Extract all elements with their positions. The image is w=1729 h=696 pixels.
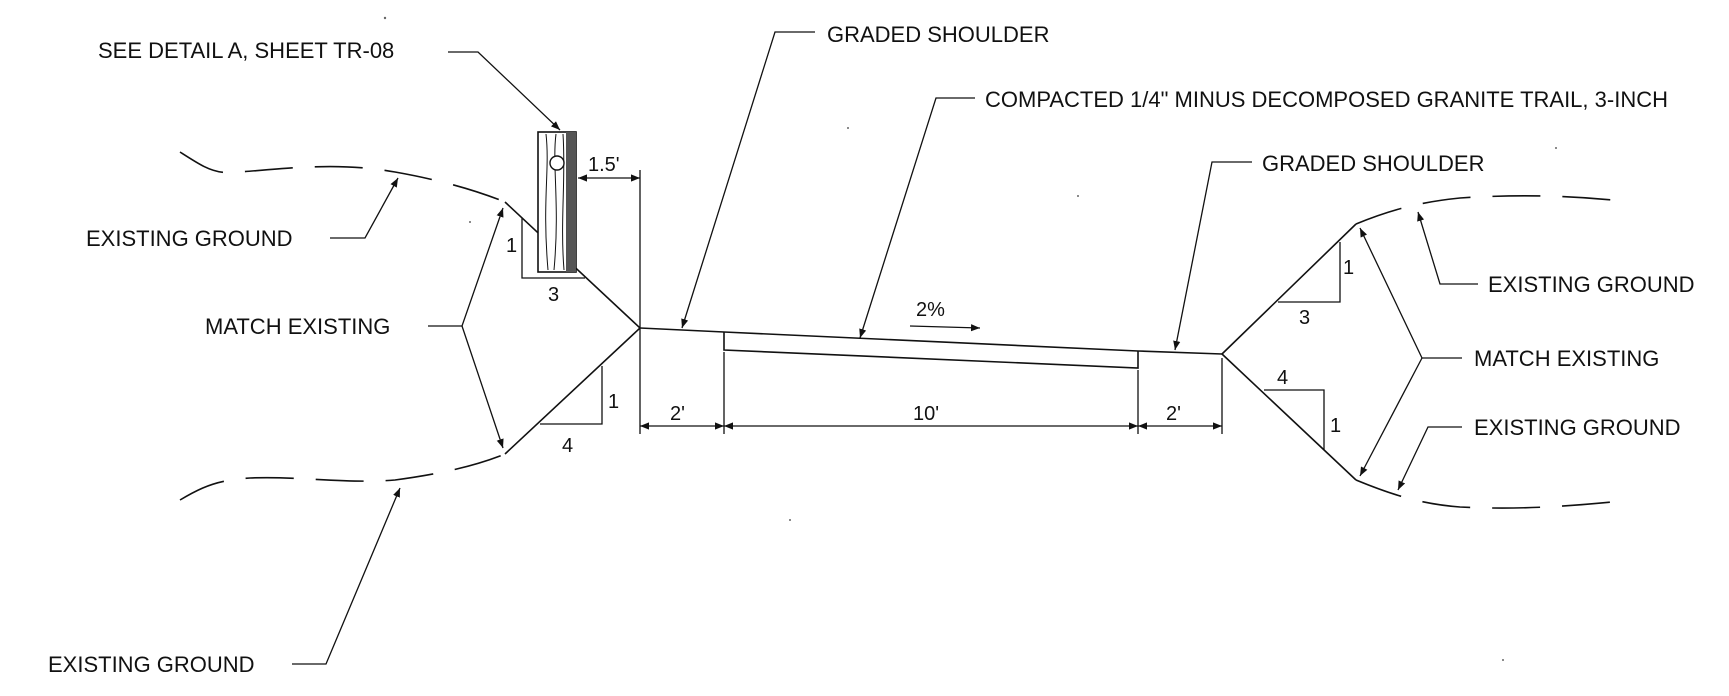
left-upper-slope-triangle <box>521 218 585 279</box>
existing-ground-right-bottom-line <box>1355 479 1613 509</box>
scan-specks <box>383 16 1557 661</box>
dim-shoulder-right: 2' <box>1166 403 1181 425</box>
leader-existing-ground-left-top <box>330 177 399 239</box>
graded-shoulder-right-surface <box>1137 350 1223 355</box>
label-trail: COMPACTED 1/4" MINUS DECOMPOSED GRANITE … <box>985 87 1668 112</box>
slope-left-bottom-rise: 1 <box>608 391 619 413</box>
label-match-existing-left: MATCH EXISTING <box>205 314 390 339</box>
label-existing-ground-right-bottom: EXISTING GROUND <box>1474 415 1681 440</box>
leader-existing-ground-left-bottom <box>292 487 401 665</box>
left-lower-slope-triangle <box>540 366 603 425</box>
trail-surface-top <box>723 331 1139 352</box>
label-existing-ground-left-top: EXISTING GROUND <box>86 226 293 251</box>
leader-existing-ground-right-bottom <box>1397 426 1462 491</box>
leader-graded-shoulder-right <box>1173 161 1252 351</box>
slope-right-bottom-run: 4 <box>1277 367 1288 389</box>
leader-match-existing-right-lower <box>1359 357 1423 477</box>
slope-right-top-rise: 1 <box>1343 257 1354 279</box>
leader-match-existing-left-upper <box>428 207 504 327</box>
right-lower-slope-triangle <box>1264 389 1325 450</box>
slope-right-bottom-rise: 1 <box>1330 415 1341 437</box>
dim-cross-slope: 2% <box>916 299 945 321</box>
leader-see-detail <box>448 51 561 131</box>
dim-trail-width: 10' <box>913 403 939 425</box>
right-upper-slope-triangle <box>1278 242 1341 303</box>
right-upper-slope-line <box>1221 223 1357 355</box>
graded-shoulder-left-surface <box>639 327 725 333</box>
label-graded-shoulder-right: GRADED SHOULDER <box>1262 151 1484 176</box>
wood-post-icon <box>537 131 577 273</box>
right-lower-slope-line <box>1221 353 1357 481</box>
trail-section-body <box>723 332 1139 369</box>
dim-shoulder-left: 2' <box>670 403 685 425</box>
existing-ground-right-top-line <box>1355 195 1613 225</box>
slope-left-top-run: 3 <box>548 284 559 306</box>
label-existing-ground-right-top: EXISTING GROUND <box>1488 272 1695 297</box>
label-existing-ground-left-bottom: EXISTING GROUND <box>48 652 255 677</box>
slope-left-top-rise: 1 <box>506 235 517 257</box>
left-lower-slope-line <box>504 327 641 455</box>
label-match-existing-right: MATCH EXISTING <box>1474 346 1659 371</box>
slope-left-bottom-run: 4 <box>562 435 573 457</box>
existing-ground-left-bottom-line <box>179 453 506 501</box>
label-see-detail: SEE DETAIL A, SHEET TR-08 <box>98 38 394 63</box>
leader-match-existing-right-upper <box>1359 227 1462 359</box>
leader-trail <box>859 97 975 339</box>
leader-match-existing-left-lower <box>461 325 504 449</box>
slope-right-top-run: 3 <box>1299 307 1310 329</box>
leader-existing-ground-right-top <box>1417 211 1478 285</box>
leader-graded-shoulder-left <box>681 31 815 329</box>
existing-ground-left-top-line <box>179 151 506 203</box>
cross-slope-arrow <box>909 324 981 332</box>
label-graded-shoulder-left: GRADED SHOULDER <box>827 22 1049 47</box>
dim-post-offset: 1.5' <box>588 154 620 176</box>
